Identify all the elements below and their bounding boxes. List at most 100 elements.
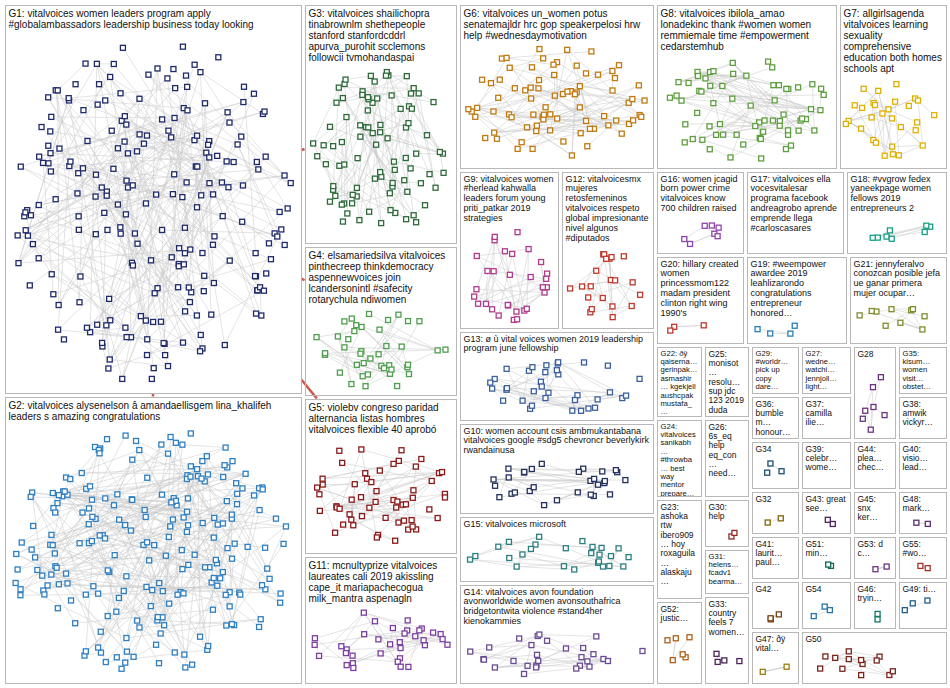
vertex-icon: [401, 518, 406, 523]
vertex-icon: [143, 318, 148, 323]
vertex-icon: [124, 335, 129, 340]
vertex-icon: [385, 136, 390, 141]
vertex-icon: [171, 67, 176, 72]
vertex-icon: [93, 194, 98, 199]
vertex-icon: [48, 169, 53, 174]
vertex-icon: [365, 108, 370, 113]
vertex-icon: [376, 352, 381, 357]
vertex-icon: [404, 217, 409, 222]
tie-line: [557, 62, 558, 118]
vertex-icon: [76, 214, 81, 219]
vertex-icon: [124, 178, 129, 183]
vertex-icon: [111, 166, 116, 171]
tie-line: [22, 494, 237, 543]
tie-line: [119, 542, 147, 598]
vertex-icon: [443, 347, 448, 352]
vertex-icon: [222, 343, 227, 348]
vertex-icon: [592, 476, 597, 481]
vertex-icon: [288, 181, 293, 186]
vertex-icon: [169, 500, 174, 505]
tie-line: [362, 95, 390, 210]
vertex-icon: [157, 661, 162, 666]
tie-line: [110, 175, 285, 359]
tie-line: [368, 127, 410, 168]
vertex-icon: [152, 543, 157, 548]
vertex-icon: [180, 340, 185, 345]
vertex-icon: [275, 234, 280, 239]
vertex-icon: [227, 604, 232, 609]
tie-line: [408, 629, 421, 667]
tie-line: [32, 550, 127, 652]
vertex-icon: [36, 203, 41, 208]
cluster: [312, 610, 450, 670]
vertex-icon: [159, 442, 164, 447]
vertex-icon: [149, 376, 154, 381]
tie-line: [518, 129, 594, 149]
vertex-icon: [231, 160, 236, 165]
vertex-icon: [351, 665, 356, 670]
vertex-icon: [809, 107, 814, 112]
tie-line: [232, 488, 259, 624]
vertex-icon: [623, 478, 628, 483]
tie-line: [65, 448, 226, 492]
vertex-icon: [714, 132, 719, 137]
vertex-icon: [539, 461, 544, 466]
tie-line: [364, 613, 443, 639]
tie-line: [120, 162, 233, 227]
tie-line: [864, 89, 923, 146]
vertex-icon: [354, 323, 359, 328]
vertex-icon: [282, 173, 287, 178]
vertex-icon: [124, 574, 129, 579]
tie-line: [317, 473, 439, 487]
vertex-icon: [83, 649, 88, 654]
vertex-icon: [419, 456, 424, 461]
vertex-icon: [181, 591, 186, 596]
vertex-icon: [638, 292, 643, 297]
vertex-icon: [28, 213, 33, 218]
vertex-icon: [334, 100, 339, 105]
vertex-icon: [241, 100, 246, 105]
vertex-icon: [235, 502, 240, 507]
vertex-icon: [312, 636, 317, 641]
tie-line: [21, 119, 162, 166]
tie-line: [39, 205, 178, 287]
vertex-icon: [529, 466, 534, 471]
vertex-icon: [188, 464, 193, 469]
tie-line: [532, 67, 622, 133]
vertex-icon: [406, 319, 411, 324]
tie-line: [31, 175, 285, 215]
vertex-icon: [48, 151, 53, 156]
vertex-icon: [130, 497, 135, 502]
vertex-icon: [223, 592, 228, 597]
vertex-icon: [282, 242, 287, 247]
vertex-icon: [346, 337, 351, 342]
tie-line: [347, 644, 390, 665]
vertex-icon: [525, 125, 530, 130]
vertex-icon: [642, 98, 647, 103]
vertex-icon: [273, 516, 278, 521]
tie-line: [107, 230, 178, 287]
tie-line: [65, 491, 175, 652]
vertex-icon: [369, 480, 374, 485]
tie-line: [544, 481, 605, 505]
vertex-icon: [220, 570, 225, 575]
cluster: [315, 447, 448, 543]
vertex-icon: [93, 232, 98, 237]
vertex-icon: [80, 166, 85, 171]
tie-line: [25, 212, 204, 275]
tie-line: [864, 89, 889, 110]
vertex-icon: [183, 665, 188, 670]
vertex-icon: [215, 583, 220, 588]
vertex-icon: [263, 154, 268, 159]
vertex-icon: [358, 351, 363, 356]
tie-line: [97, 65, 194, 325]
vertex-icon: [240, 183, 245, 188]
vertex-icon: [81, 108, 86, 113]
tie-line: [26, 188, 102, 231]
vertex-icon: [414, 220, 419, 225]
vertex-icon: [542, 503, 547, 508]
tie-line: [106, 144, 237, 325]
vertex-icon: [184, 529, 189, 534]
vertex-icon: [128, 528, 133, 533]
vertex-icon: [49, 532, 54, 537]
